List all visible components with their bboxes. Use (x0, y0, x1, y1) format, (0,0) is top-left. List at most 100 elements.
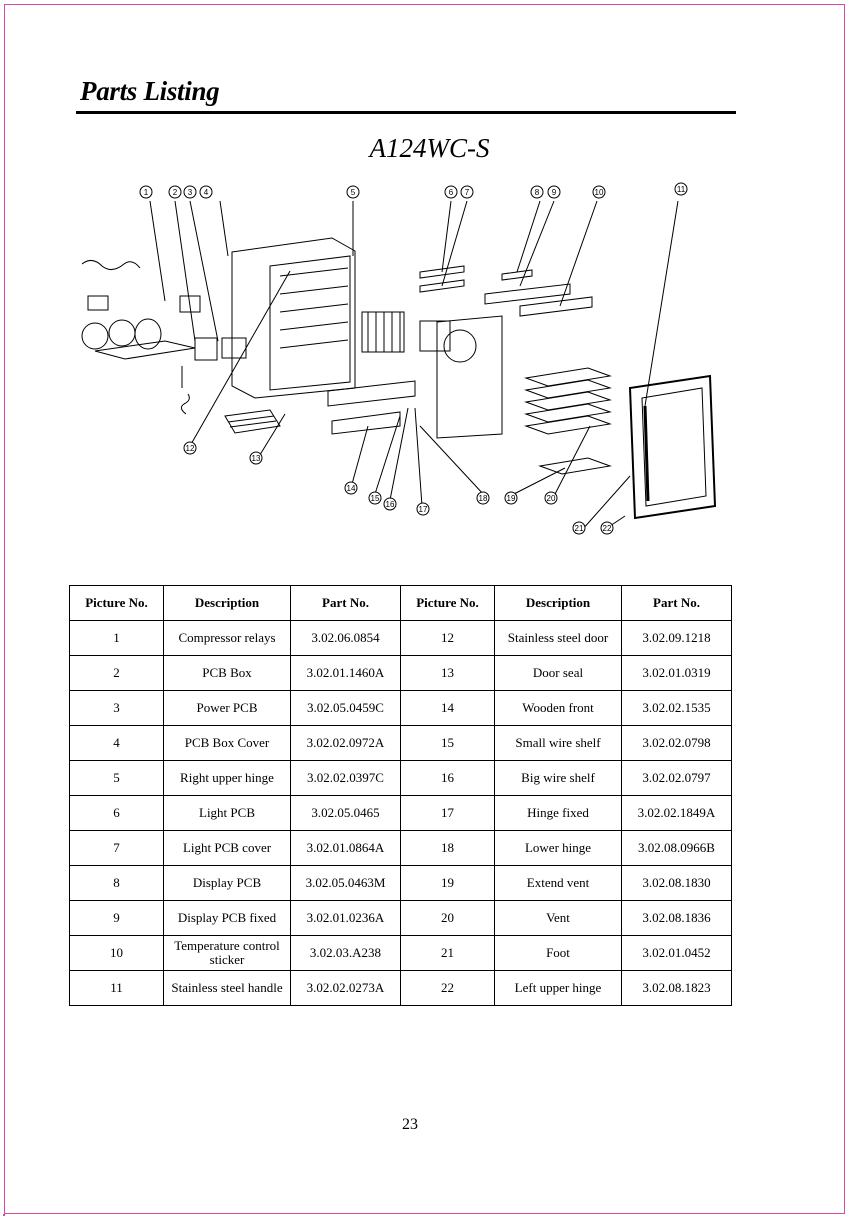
page-number: 23 (402, 1116, 418, 1133)
part-no-cell: 3.02.05.0465 (290, 795, 401, 831)
picture-no-cell: 13 (400, 655, 495, 691)
svg-text:10: 10 (595, 188, 604, 197)
callout-16: 16 (383, 497, 397, 511)
picture-no-cell: 18 (400, 830, 495, 866)
table-row: 3 Power PCB 3.02.05.0459C 14 Wooden fron… (69, 690, 732, 726)
svg-text:14: 14 (347, 484, 356, 493)
table-row: 7 Light PCB cover 3.02.01.0864A 18 Lower… (69, 830, 732, 866)
table-row: 4 PCB Box Cover 3.02.02.0972A 15 Small w… (69, 725, 732, 761)
door-drawing (628, 374, 717, 520)
table-header-row: Picture No. Description Part No. Picture… (69, 585, 732, 621)
description-cell: Display PCB (163, 865, 291, 901)
picture-no-cell: 1 (69, 620, 164, 656)
model-title: A124WC-S (0, 133, 851, 164)
picture-no-cell: 15 (400, 725, 495, 761)
fan-left-drawing (81, 322, 109, 350)
description-cell: Big wire shelf (494, 760, 622, 796)
svg-text:6: 6 (449, 188, 454, 197)
svg-text:21: 21 (575, 524, 584, 533)
callout-4: 4 (199, 185, 213, 199)
svg-text:17: 17 (419, 505, 428, 514)
table-row: 2 PCB Box 3.02.01.1460A 13 Door seal 3.0… (69, 655, 732, 691)
fan-mid-drawing (108, 319, 136, 347)
description-cell: Stainless steel handle (163, 970, 291, 1006)
picture-no-cell: 14 (400, 690, 495, 726)
part-no-cell: 3.02.05.0459C (290, 690, 401, 726)
svg-text:11: 11 (677, 185, 686, 194)
picture-no-cell: 2 (69, 655, 164, 691)
description-cell: Wooden front (494, 690, 622, 726)
column-header: Picture No. (69, 585, 164, 621)
description-cell: Light PCB (163, 795, 291, 831)
exploded-parts-diagram: 1 2 3 4 5 6 7 8 9 10 11 12 13 14 15 16 1… (81, 182, 717, 535)
part-no-cell: 3.02.02.0972A (290, 725, 401, 761)
part-no-cell: 3.02.02.0798 (621, 725, 732, 761)
picture-no-cell: 5 (69, 760, 164, 796)
picture-no-cell: 12 (400, 620, 495, 656)
picture-no-cell: 11 (69, 970, 164, 1006)
picture-no-cell: 4 (69, 725, 164, 761)
part-no-cell: 3.02.01.0236A (290, 900, 401, 936)
base-plate-drawing (94, 340, 196, 360)
callout-17: 17 (416, 502, 430, 516)
description-cell: Foot (494, 935, 622, 971)
extend-vent-drawing (327, 380, 416, 407)
description-cell: Display PCB fixed (163, 900, 291, 936)
light-pcb-drawing (419, 265, 465, 279)
part-no-cell: 3.02.02.1535 (621, 690, 732, 726)
callout-19: 19 (504, 491, 518, 505)
callout-3: 3 (183, 185, 197, 199)
part-no-cell: 3.02.06.0854 (290, 620, 401, 656)
compressor-drawing (134, 318, 162, 350)
evaporator-drawing (361, 311, 405, 353)
svg-text:19: 19 (507, 494, 516, 503)
rear-fan-drawing (419, 320, 451, 352)
description-cell: Door seal (494, 655, 622, 691)
description-cell: Right upper hinge (163, 760, 291, 796)
svg-text:8: 8 (535, 188, 540, 197)
svg-text:20: 20 (547, 494, 556, 503)
svg-text:4: 4 (204, 188, 209, 197)
description-cell: Power PCB (163, 690, 291, 726)
section-title: Parts Listing (80, 76, 220, 106)
description-cell: Compressor relays (163, 620, 291, 656)
description-cell: Left upper hinge (494, 970, 622, 1006)
part-no-cell: 3.02.05.0463M (290, 865, 401, 901)
diagram-callouts: 1 2 3 4 5 6 7 8 9 10 11 12 13 14 15 16 1… (139, 182, 688, 535)
power-cord-drawing (81, 260, 141, 270)
model-name: A124WC-S (369, 133, 490, 163)
svg-text:5: 5 (351, 188, 356, 197)
part-no-cell: 3.02.02.1849A (621, 795, 732, 831)
picture-no-cell: 16 (400, 760, 495, 796)
picture-no-cell: 3 (69, 690, 164, 726)
table-row: 1 Compressor relays 3.02.06.0854 12 Stai… (69, 620, 732, 656)
svg-text:3: 3 (188, 188, 193, 197)
svg-text:1: 1 (144, 188, 149, 197)
svg-text:13: 13 (252, 454, 261, 463)
callout-7: 7 (460, 185, 474, 199)
callout-21: 21 (572, 521, 586, 535)
title-rule (76, 111, 736, 114)
part-no-cell: 3.02.02.0797 (621, 760, 732, 796)
picture-no-cell: 9 (69, 900, 164, 936)
callout-13: 13 (249, 451, 263, 465)
callout-8: 8 (530, 185, 544, 199)
relay-box-drawing (87, 295, 109, 311)
pcb-box-drawing (194, 337, 218, 361)
picture-no-cell: 6 (69, 795, 164, 831)
vent-drawing (331, 411, 401, 435)
callout-6: 6 (444, 185, 458, 199)
callout-12: 12 (183, 441, 197, 455)
description-cell: Temperature control sticker (163, 935, 291, 971)
part-no-cell: 3.02.08.1830 (621, 865, 732, 901)
callout-1: 1 (139, 185, 153, 199)
page-border (4, 4, 845, 1214)
callout-11: 11 (674, 182, 688, 196)
table-row: 9 Display PCB fixed 3.02.01.0236A 20 Ven… (69, 900, 732, 936)
table-row: 10 Temperature control sticker 3.02.03.A… (69, 935, 732, 971)
callout-18: 18 (476, 491, 490, 505)
part-no-cell: 3.02.08.0966B (621, 830, 732, 866)
svg-text:15: 15 (371, 494, 380, 503)
part-no-cell: 3.02.01.0319 (621, 655, 732, 691)
callout-10: 10 (592, 185, 606, 199)
